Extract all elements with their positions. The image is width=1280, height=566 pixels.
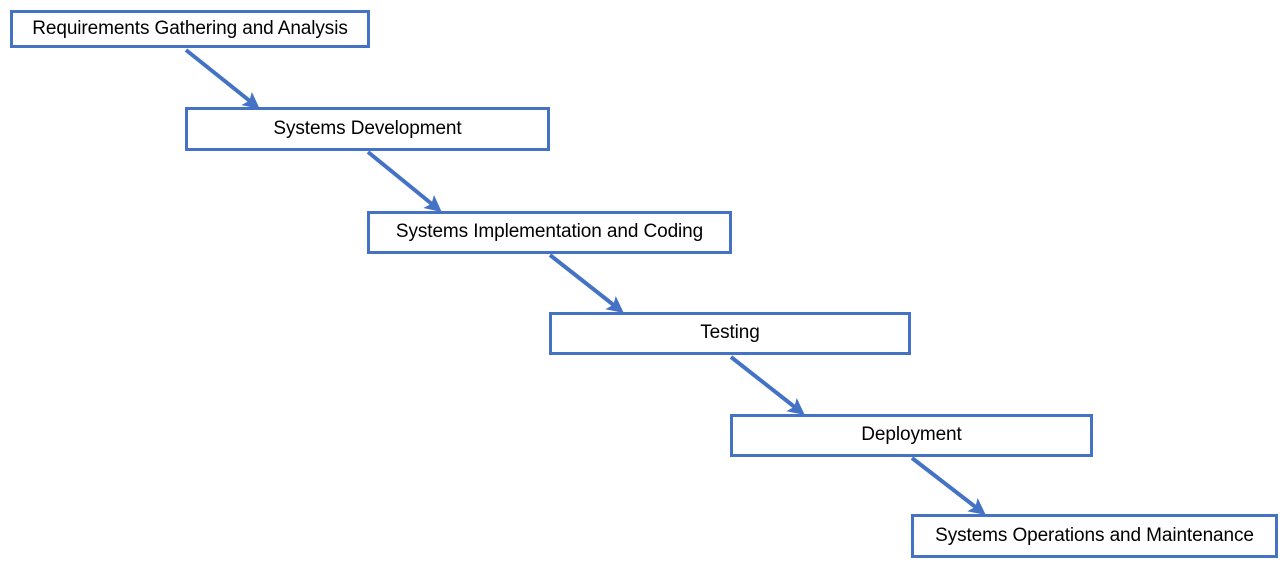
phase-label-deployment: Deployment	[861, 424, 962, 446]
phase-box-requirements[interactable]: Requirements Gathering and Analysis	[10, 10, 370, 48]
edge-implementation-testing	[548, 253, 624, 313]
edge-deployment-operations	[910, 456, 986, 515]
phase-box-deployment[interactable]: Deployment	[730, 414, 1093, 457]
phase-box-operations[interactable]: Systems Operations and Maintenance	[911, 514, 1278, 558]
phase-label-development: Systems Development	[273, 117, 462, 139]
phase-label-operations: Systems Operations and Maintenance	[935, 524, 1254, 546]
phase-label-requirements: Requirements Gathering and Analysis	[32, 17, 348, 39]
phase-box-testing[interactable]: Testing	[549, 312, 911, 355]
phase-box-development[interactable]: Systems Development	[185, 107, 550, 151]
phase-label-testing: Testing	[700, 322, 760, 344]
edge-development-implementation	[366, 150, 442, 213]
phase-box-implementation[interactable]: Systems Implementation and Coding	[367, 211, 732, 254]
edge-testing-deployment	[729, 355, 805, 415]
phase-label-implementation: Systems Implementation and Coding	[395, 221, 704, 243]
edge-requirements-development	[184, 48, 260, 109]
